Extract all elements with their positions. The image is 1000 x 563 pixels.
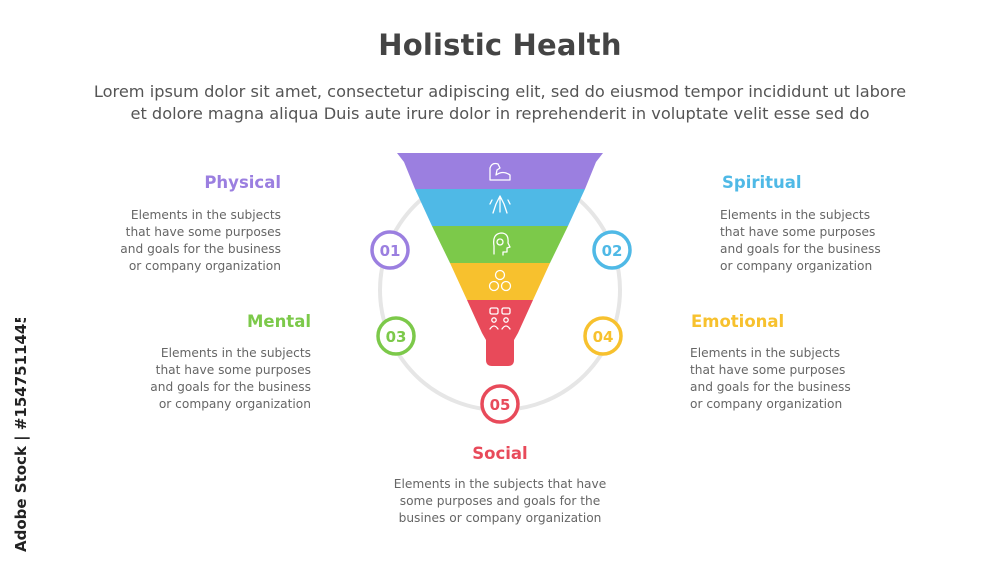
description-line: and goals for the business [150, 380, 311, 394]
step-number-02: 02 [602, 242, 623, 260]
social-heading: Social [472, 444, 528, 463]
description-line: and goals for the business [720, 242, 881, 256]
funnel-layer-social [467, 300, 533, 366]
description-line: that have some purposes [125, 225, 281, 239]
spiritual-heading: Spiritual [722, 173, 802, 192]
description-line: Elements in the subjects [720, 208, 871, 222]
mental-heading: Mental [246, 312, 311, 331]
physical-heading: Physical [204, 173, 281, 192]
description-line: Elements in the subjects [690, 346, 841, 360]
description-line: or company organization [720, 259, 873, 273]
description-line: or company organization [128, 259, 281, 273]
description-line: and goals for the business [120, 242, 281, 256]
emoji-faces-icon [488, 269, 512, 292]
step-circle-04: 04 [583, 316, 623, 356]
description-line: Elements in the subjects [160, 346, 311, 360]
step-circle-02: 02 [592, 230, 632, 270]
description-line: Elements in the subjects [130, 208, 281, 222]
stock-watermark: Adobe Stock | #1547511445 [12, 318, 31, 552]
step-number-05: 05 [490, 396, 511, 414]
description-line: that have some purposes [690, 363, 846, 377]
description-line: or company organization [690, 397, 843, 411]
spiritual-description: Elements in the subjects that have some … [720, 207, 920, 275]
description-line: some purposes and goals for the [399, 494, 601, 508]
step-circle-01: 01 [370, 230, 410, 270]
step-number-03: 03 [386, 328, 407, 346]
watermark-text: Adobe Stock | #1547511445 [12, 318, 31, 552]
emotional-description: Elements in the subjects that have some … [690, 345, 890, 413]
subtitle-line-1: Lorem ipsum dolor sit amet, consectetur … [93, 82, 907, 101]
description-line: that have some purposes [720, 225, 876, 239]
praying-hands-icon [489, 195, 511, 214]
page-title: Holistic Health [378, 28, 622, 62]
emotional-heading: Emotional [691, 312, 785, 331]
subtitle: Lorem ipsum dolor sit amet, consectetur … [0, 81, 1000, 125]
description-line: Elements in the subjects that have [393, 477, 607, 491]
muscle-arm-icon [489, 162, 511, 181]
physical-description: Elements in the subjects that have some … [100, 207, 281, 275]
funnel-layer-emotional [450, 263, 550, 300]
social-description: Elements in the subjects that have some … [375, 476, 625, 527]
funnel-layer-physical [397, 153, 603, 189]
step-number-01: 01 [380, 242, 401, 260]
step-circle-03: 03 [376, 316, 416, 356]
description-line: that have some purposes [155, 363, 311, 377]
subtitle-line-2: et dolore magna aliqua Duis aute irure d… [130, 104, 870, 123]
description-line: busines or company organization [398, 511, 602, 525]
head-brain-icon [493, 232, 511, 256]
description-line: and goals for the business [690, 380, 851, 394]
mental-description: Elements in the subjects that have some … [120, 345, 311, 413]
step-number-04: 04 [593, 328, 614, 346]
step-circle-05: 05 [480, 384, 520, 424]
people-chat-icon [489, 307, 511, 330]
description-line: or company organization [158, 397, 311, 411]
funnel [397, 153, 603, 366]
